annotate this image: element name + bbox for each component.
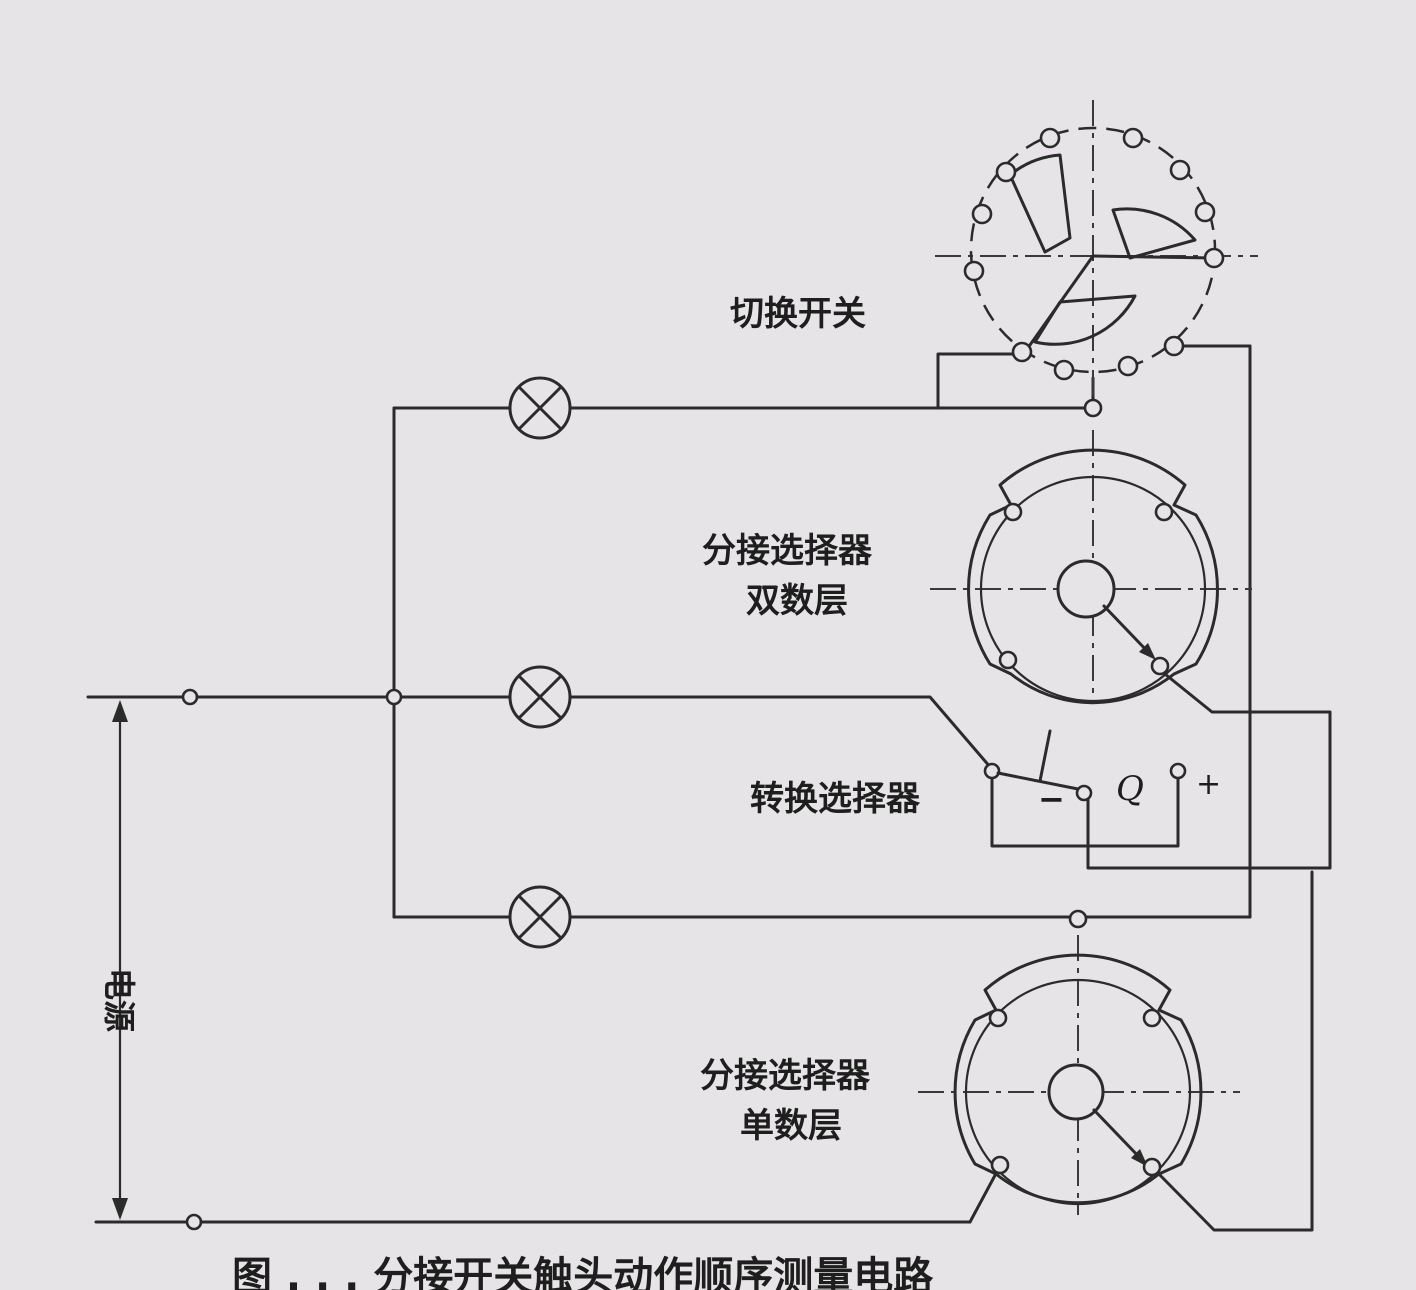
wiring <box>195 344 1332 1232</box>
label-changeover: 转换选择器 <box>750 779 921 819</box>
label-power: 电源 <box>100 968 138 1032</box>
tap-selector-odd <box>918 909 1240 1215</box>
arrow-up-icon <box>112 700 128 722</box>
power-terminal-bottom <box>185 1213 203 1231</box>
tap-selector-even <box>930 430 1252 705</box>
label-odd-line1: 分接选择器 <box>700 1056 871 1096</box>
label-minus: − <box>1038 780 1065 818</box>
label-even-line2: 双数层 <box>746 581 848 621</box>
lamp-bottom <box>508 885 572 949</box>
figure-caption: 图 . . . 分接开关触头动作顺序测量电路 <box>232 1254 934 1290</box>
switch-contacts <box>963 127 1225 381</box>
switch-output-terminal <box>1083 398 1103 418</box>
power-source <box>86 688 203 1231</box>
lamp-middle <box>508 665 572 729</box>
label-q: Q <box>1116 769 1144 809</box>
label-switch: 切换开关 <box>730 294 866 334</box>
label-even-line1: 分接选择器 <box>702 531 873 571</box>
arrow-down-icon <box>112 1198 128 1220</box>
changeover-selector <box>983 729 1187 802</box>
label-odd-line2: 单数层 <box>740 1106 842 1146</box>
junction-node <box>385 688 403 706</box>
arrow-icon <box>1139 643 1156 660</box>
diverter-switch <box>935 100 1258 400</box>
arrow-icon <box>1131 1149 1148 1167</box>
lamp-top <box>508 376 572 440</box>
power-terminal-top <box>181 688 199 706</box>
label-plus: + <box>1196 767 1221 802</box>
